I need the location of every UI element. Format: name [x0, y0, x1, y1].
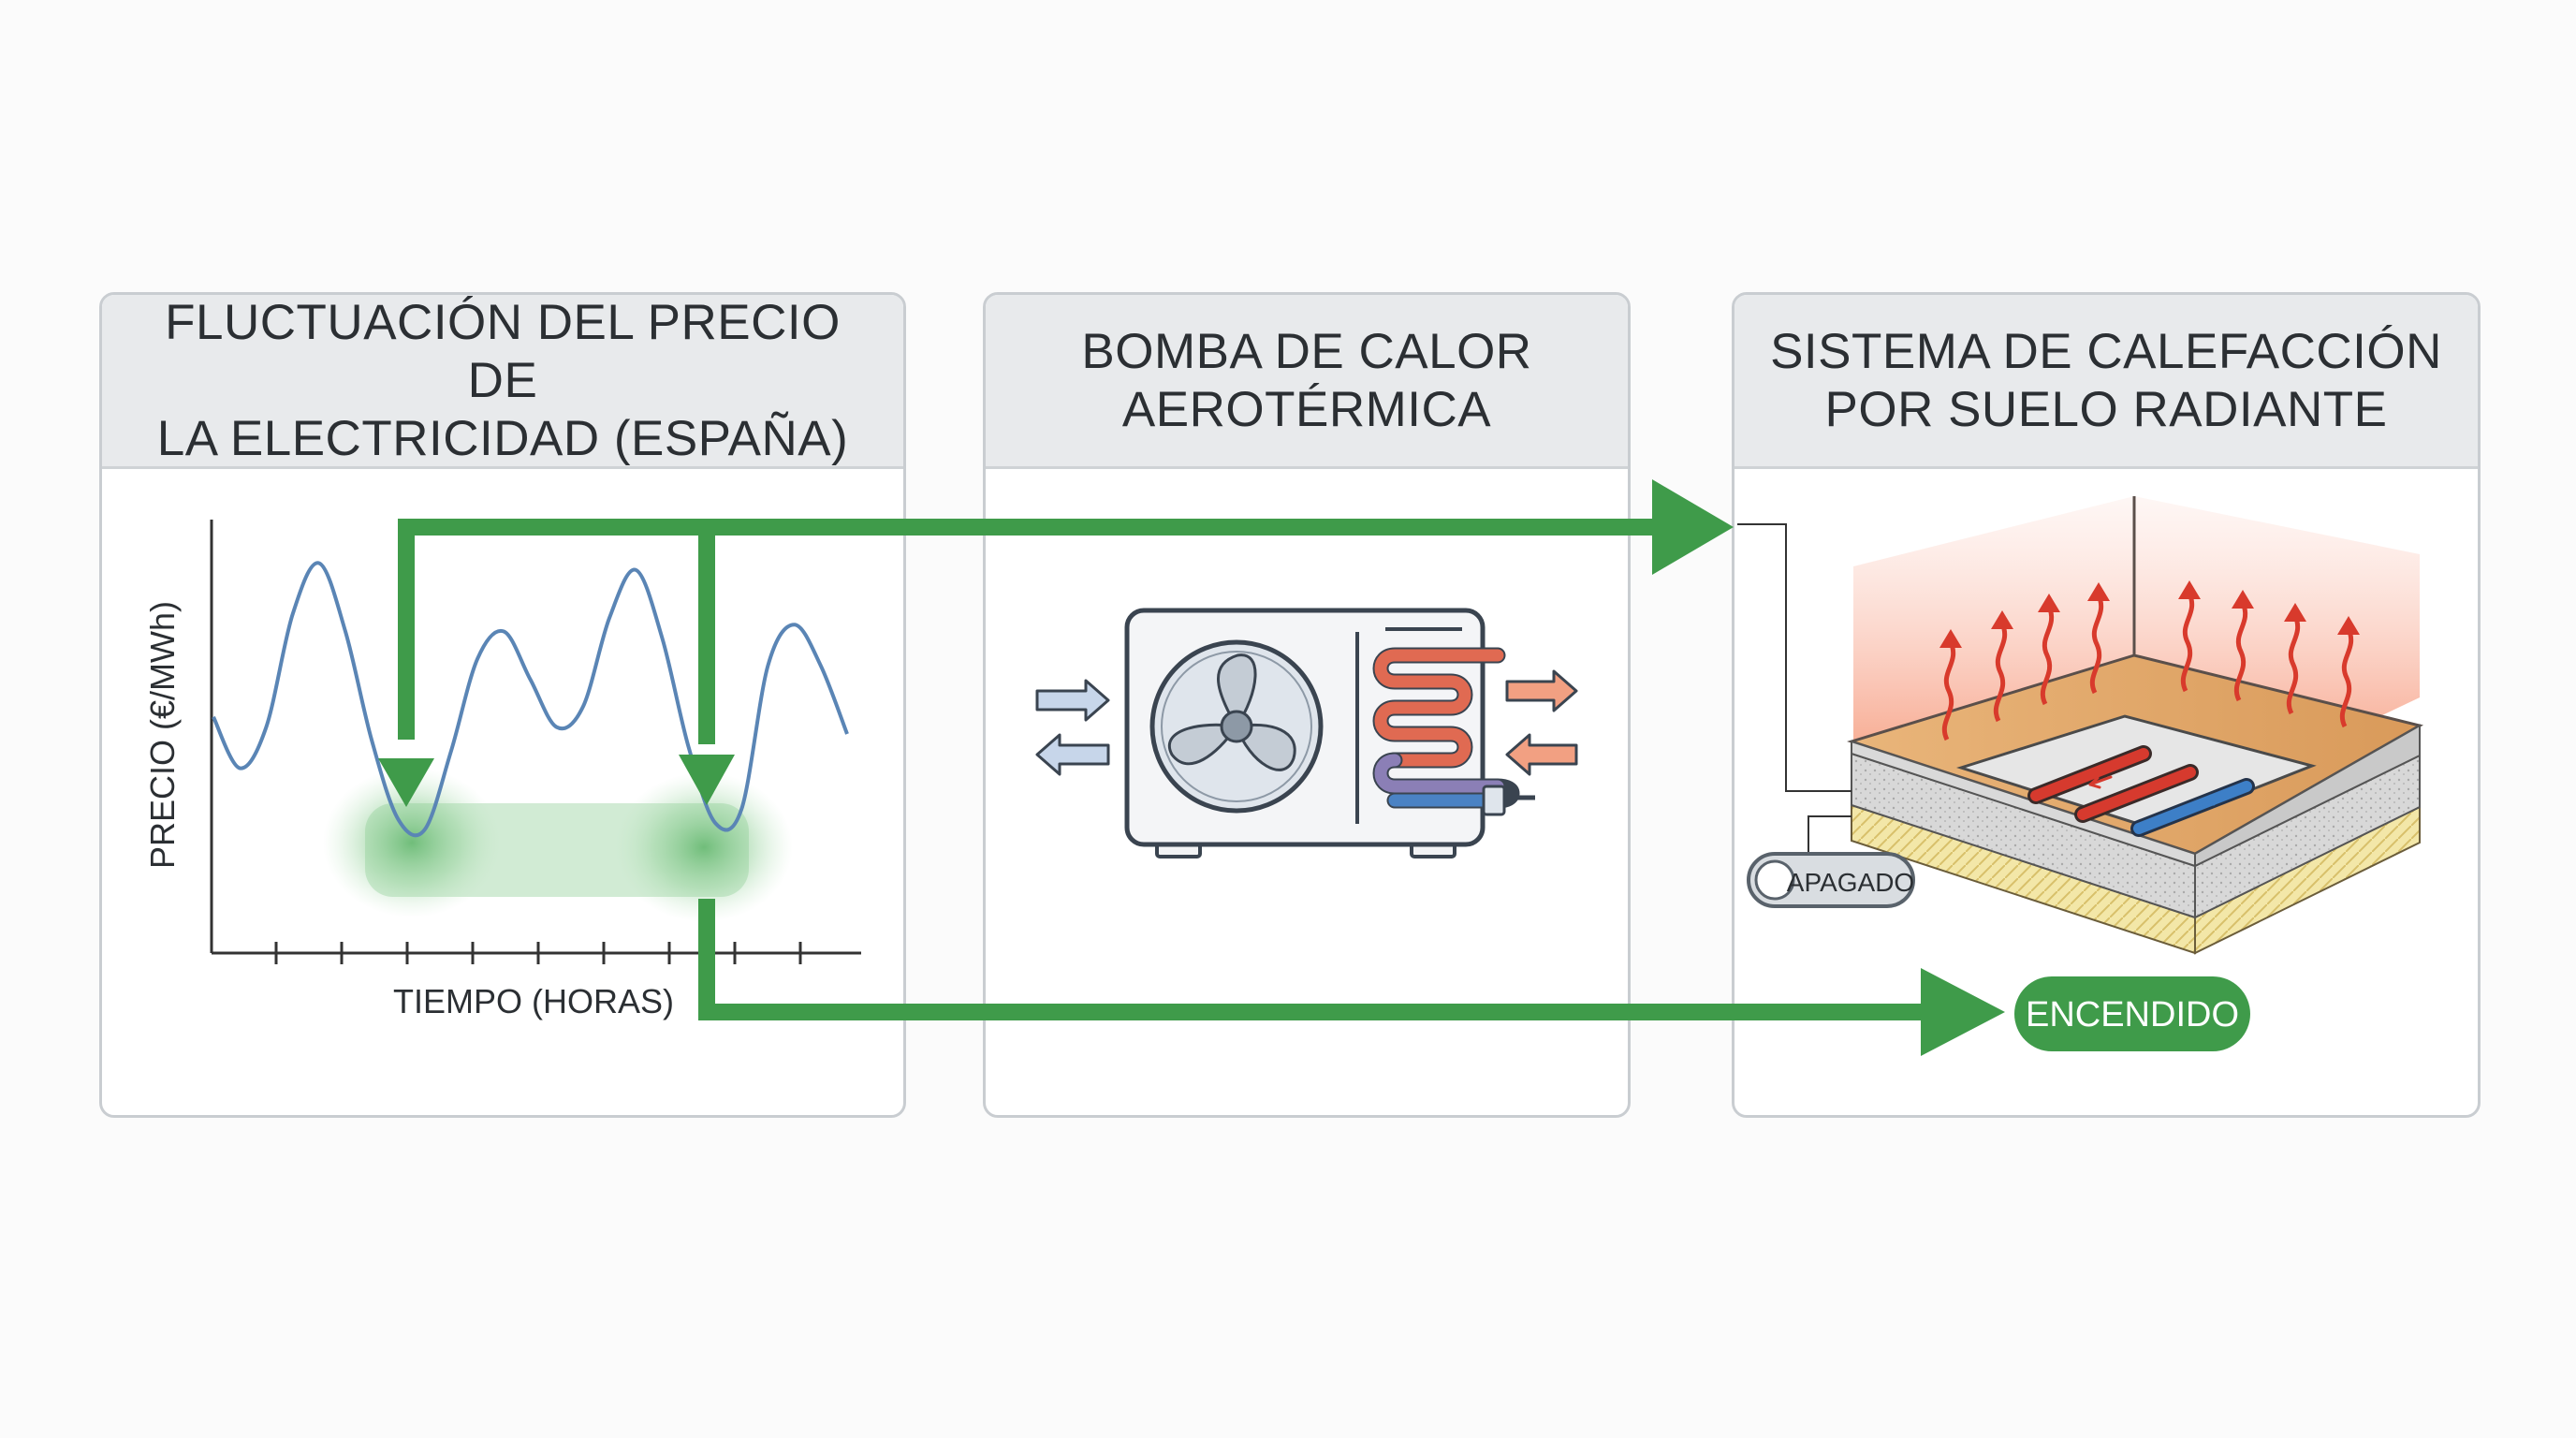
heat-pump-title-line-1: BOMBA DE CALOR	[1081, 323, 1532, 379]
price-panel-title: FLUCTUACIÓN DEL PRECIO DE LA ELECTRICIDA…	[126, 294, 880, 468]
heat-wave-icon	[1939, 580, 2360, 741]
arrowhead-top-right	[1652, 479, 1734, 575]
air-arrow-icon	[1035, 669, 1578, 776]
flow-arrowheads	[378, 479, 2005, 1056]
heat-wave-arrowhead	[2087, 582, 2110, 601]
floor-edge-side	[2194, 724, 2421, 868]
heat-wave	[2180, 592, 2195, 693]
heat-wave	[2233, 601, 2248, 702]
price-title-line-2: LA ELECTRICIDAD (ESPAÑA)	[156, 410, 849, 466]
heat-wave-arrowhead	[2284, 603, 2306, 622]
heat-wave-arrowhead	[2038, 594, 2060, 612]
arrowhead-bottom-right	[1921, 968, 2005, 1056]
flow-arrows	[398, 519, 1933, 1020]
chart-ylabel: PRECIO (€/MWh)	[143, 601, 182, 869]
floor-title-line-1: SISTEMA DE CALEFACCIÓN	[1770, 323, 2442, 379]
on-toggle-pill	[2014, 976, 2250, 1051]
heat-wave-arrowhead	[2232, 590, 2254, 609]
low-price-glow-1	[323, 768, 501, 917]
heat-exchanger-coil-icon	[1372, 647, 1520, 809]
heat-pump-title-line-2: AEROTÉRMICA	[1121, 381, 1492, 437]
floor-heating-panel-title: SISTEMA DE CALEFACCIÓN POR SUELO RADIANT…	[1757, 323, 2455, 439]
arrowhead-down-right	[679, 755, 735, 805]
heat-wave	[1993, 622, 2008, 723]
connector-line-toggle	[1808, 815, 1852, 857]
on-toggle[interactable]: ENCENDIDO	[2014, 976, 2250, 1051]
floor-heating-illustration	[1737, 496, 2424, 955]
heat-wave-arrowhead	[1991, 610, 2013, 629]
floor-title-line-2: POR SUELO RADIANTE	[1824, 381, 2388, 437]
heat-wave-arrowhead	[1939, 629, 1962, 648]
heat-pump-unit	[1035, 608, 1578, 858]
flow-line-top	[398, 519, 1661, 740]
heat-wave	[2339, 627, 2354, 728]
price-title-line-1: FLUCTUACIÓN DEL PRECIO DE	[165, 294, 841, 408]
off-toggle-label: APAGADO	[1787, 868, 1914, 897]
heat-pump-panel-header: BOMBA DE CALOR AEROTÉRMICA	[986, 295, 1628, 469]
floor-heating-panel-header: SISTEMA DE CALEFACCIÓN POR SUELO RADIANT…	[1734, 295, 2478, 469]
price-panel: FLUCTUACIÓN DEL PRECIO DE LA ELECTRICIDA…	[99, 292, 906, 1118]
x-axis-ticks	[274, 942, 802, 964]
heat-wave	[2089, 594, 2104, 695]
heat-pump-panel-title: BOMBA DE CALOR AEROTÉRMICA	[1005, 323, 1609, 439]
chart-xlabel: TIEMPO (HORAS)	[393, 982, 674, 1020]
pipe-icon	[2027, 745, 2255, 837]
price-series-line	[212, 561, 849, 838]
price-chart: PRECIO (€/MWh) TIEMPO (HORAS)	[143, 520, 861, 1020]
off-toggle-knob	[1754, 859, 1795, 901]
low-price-glow-2	[615, 772, 793, 922]
fan-icon	[1149, 639, 1324, 814]
heat-wave	[1941, 640, 1956, 741]
price-panel-header: FLUCTUACIÓN DEL PRECIO DE LA ELECTRICIDA…	[102, 295, 903, 469]
flow-line-bottom	[698, 899, 1933, 1020]
heat-wave-arrowhead	[2178, 580, 2201, 599]
heat-wave-arrowhead	[2337, 616, 2360, 635]
pipe-connector	[1482, 785, 1506, 816]
arrowhead-down-left	[378, 758, 434, 807]
connector-line-top	[1737, 523, 1852, 792]
off-toggle[interactable]: APAGADO	[1747, 852, 1915, 908]
heat-wave	[2286, 614, 2301, 715]
heat-wave	[2040, 605, 2055, 706]
on-toggle-label: ENCENDIDO	[2026, 995, 2239, 1034]
